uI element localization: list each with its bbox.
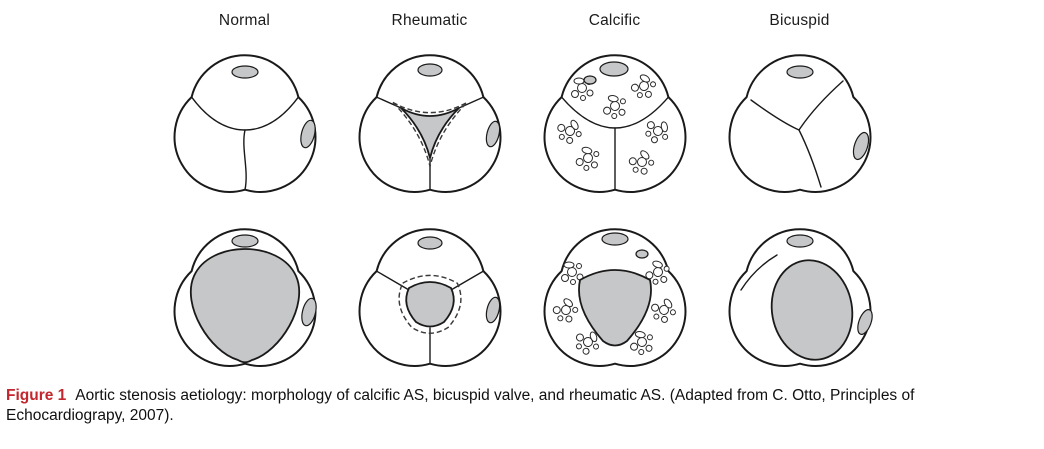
nodule-top [785, 234, 814, 248]
commissure-line [375, 270, 410, 291]
commissure-line [242, 129, 247, 191]
figure-caption: Figure 1 Aortic stenosis aetiology: morph… [0, 380, 1044, 427]
leaflet-line [739, 254, 778, 291]
nodule-right [485, 120, 500, 148]
bicuspid-valve-open-illustration [728, 228, 873, 367]
nodule-top [598, 61, 629, 77]
normal-valve-open-illustration [173, 228, 317, 367]
nodule-right [856, 309, 873, 335]
column-label-bicuspid: Bicuspid [769, 12, 830, 29]
open-orifice-shape [770, 259, 853, 361]
nodule-right [300, 297, 317, 327]
closed-valves-row [152, 36, 892, 206]
rheumatic-valve-open-illustration [358, 228, 501, 367]
nodule-top [230, 234, 259, 248]
nodule-top [785, 65, 814, 79]
figure-caption-text-line2: Echocardiograpy, 2007). [6, 407, 174, 425]
stenotic-orifice-shape [404, 281, 455, 328]
nodule-top [230, 65, 259, 79]
column-label-rheumatic: Rheumatic [391, 12, 468, 29]
calcific-valve-open-illustration [543, 228, 686, 367]
normal-valve-closed-illustration [173, 54, 316, 193]
stenotic-orifice-shape [577, 269, 652, 347]
nodule-top [416, 63, 443, 77]
nodule-small [634, 249, 649, 259]
nodule-right [852, 131, 869, 161]
column-labels-row: Normal Rheumatic Calcific Bicuspid [152, 0, 892, 30]
open-valves-row [152, 210, 892, 380]
thickened-edge [397, 274, 462, 334]
raphe-line [797, 80, 844, 131]
nodule-right [299, 119, 316, 149]
commissure-line [375, 96, 402, 109]
figure-caption-text-line1: Aortic stenosis aetiology: morphology of… [75, 387, 915, 404]
nodule-small [582, 75, 597, 85]
fused-leaflet-shape [399, 107, 460, 159]
nodule-top [416, 236, 443, 250]
nodule-right [485, 296, 500, 324]
calcific-valve-closed-illustration [543, 54, 686, 193]
column-label-calcific: Calcific [588, 12, 641, 29]
rheumatic-valve-closed-illustration [358, 54, 501, 193]
nodule-top [600, 232, 629, 246]
column-label-normal: Normal [218, 12, 271, 29]
figure-caption-label: Figure 1 [6, 387, 67, 404]
thickened-edge [391, 101, 468, 167]
commissure-line [449, 270, 484, 291]
bicuspid-valve-closed-illustration [728, 54, 871, 193]
open-orifice-shape [189, 248, 300, 364]
